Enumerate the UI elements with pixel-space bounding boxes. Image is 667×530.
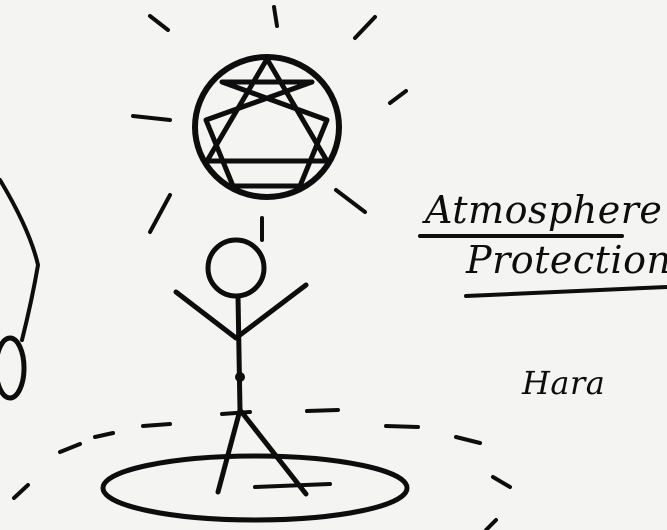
aura-dashes	[14, 410, 510, 530]
ground-disk	[103, 456, 407, 520]
title-line-protection: Protection	[466, 238, 667, 282]
title-line-atmosphere: Atmosphere	[425, 188, 662, 232]
radiance-lines	[133, 7, 406, 240]
label-hara: Hara	[522, 364, 605, 402]
partial-figure-left-edge	[0, 180, 38, 398]
enneagram-symbol	[195, 57, 339, 197]
